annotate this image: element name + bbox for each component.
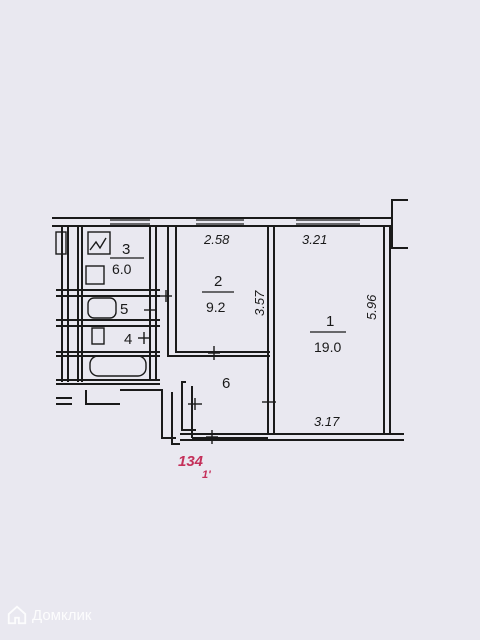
room-1-number: 1 <box>326 313 334 330</box>
house-logo-icon <box>7 605 27 625</box>
stove-mark <box>89 237 107 251</box>
bathtub-icon <box>89 355 147 377</box>
room-2-number: 2 <box>214 273 222 290</box>
sink-icon <box>85 265 105 285</box>
room-3-area: 6.0 <box>112 261 132 277</box>
fixtures <box>55 231 147 377</box>
room-1-area: 19.0 <box>314 339 341 355</box>
room-5-number: 5 <box>120 301 128 318</box>
dimension-labels: 2.58 3.21 3.17 3.57 5.96 <box>203 232 379 429</box>
dim-room-1-bottom: 3.17 <box>314 414 340 429</box>
stove-icon <box>87 231 111 255</box>
toilet-icon <box>87 297 117 319</box>
dim-room-1-top: 3.21 <box>302 232 327 247</box>
stamp-number: 134 <box>178 453 204 470</box>
door-marks <box>138 290 276 444</box>
cabinet-icon <box>55 231 67 255</box>
dim-room-1-side: 5.96 <box>364 294 379 320</box>
stamp-sub: 1' <box>202 469 211 481</box>
walls <box>52 199 408 445</box>
room-4-number: 4 <box>124 331 132 348</box>
dim-room-2-width: 2.58 <box>203 232 230 247</box>
windows <box>110 219 360 225</box>
room-3-number: 3 <box>122 241 130 258</box>
room-6-number: 6 <box>222 375 230 392</box>
room-2-area: 9.2 <box>206 299 226 315</box>
washbasin-icon <box>91 327 105 345</box>
watermark: Домклик <box>6 604 91 626</box>
dim-room-2-length: 3.57 <box>252 290 267 316</box>
room-labels: 3 6.0 5 4 2 9.2 1 19.0 6 <box>112 241 341 392</box>
watermark-text: Домклик <box>32 606 92 624</box>
